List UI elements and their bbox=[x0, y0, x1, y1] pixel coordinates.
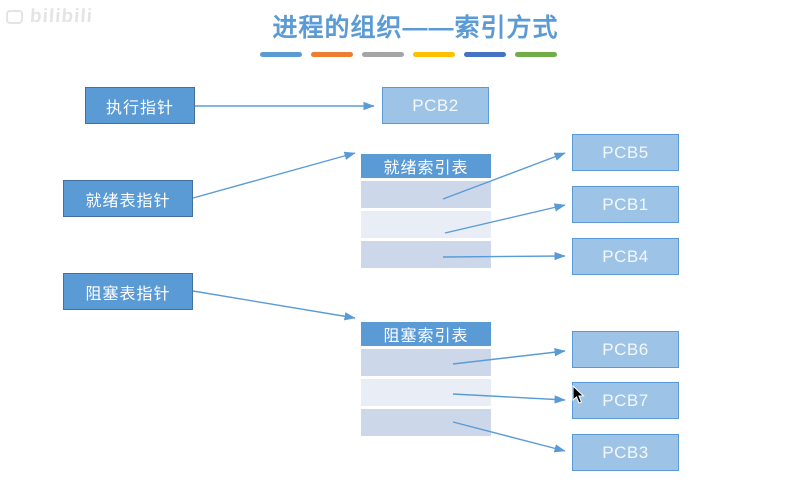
blocked-index-table: 阻塞索引表 bbox=[361, 322, 491, 439]
divider-dash bbox=[311, 52, 353, 57]
blocked-index-table-header: 阻塞索引表 bbox=[361, 322, 491, 346]
pcb4-box: PCB4 bbox=[572, 238, 679, 275]
table-row bbox=[361, 349, 491, 376]
pcb2-box: PCB2 bbox=[382, 87, 489, 124]
divider-dash bbox=[515, 52, 557, 57]
exec-pointer-box: 执行指针 bbox=[85, 87, 195, 124]
ready-index-table-header: 就绪索引表 bbox=[361, 154, 491, 178]
bilibili-watermark: bilibili bbox=[6, 6, 94, 28]
pcb3-box: PCB3 bbox=[572, 434, 679, 471]
title-area: 进程的组织——索引方式 bbox=[0, 8, 803, 44]
divider-dash bbox=[464, 52, 506, 57]
ready-index-table: 就绪索引表 bbox=[361, 154, 491, 271]
table-row bbox=[361, 409, 491, 436]
ready-pointer-box: 就绪表指针 bbox=[63, 180, 193, 217]
bilibili-tv-icon bbox=[6, 10, 23, 24]
divider-dash bbox=[260, 52, 302, 57]
table-row bbox=[361, 181, 491, 208]
table-row bbox=[361, 379, 491, 406]
divider-dash bbox=[413, 52, 455, 57]
arrow-ready-ptr-to-table bbox=[192, 151, 356, 199]
pcb7-box: PCB7 bbox=[572, 382, 679, 419]
blocked-pointer-box: 阻塞表指针 bbox=[63, 273, 193, 310]
table-row bbox=[361, 241, 491, 268]
slide-title: 进程的组织——索引方式 bbox=[272, 14, 559, 42]
table-row bbox=[361, 211, 491, 238]
pcb1-box: PCB1 bbox=[572, 186, 679, 223]
title-divider bbox=[260, 52, 557, 57]
divider-dash bbox=[362, 52, 404, 57]
pcb5-box: PCB5 bbox=[572, 134, 679, 171]
pcb6-box: PCB6 bbox=[572, 331, 679, 368]
arrow-blocked-ptr-to-table bbox=[192, 290, 356, 321]
